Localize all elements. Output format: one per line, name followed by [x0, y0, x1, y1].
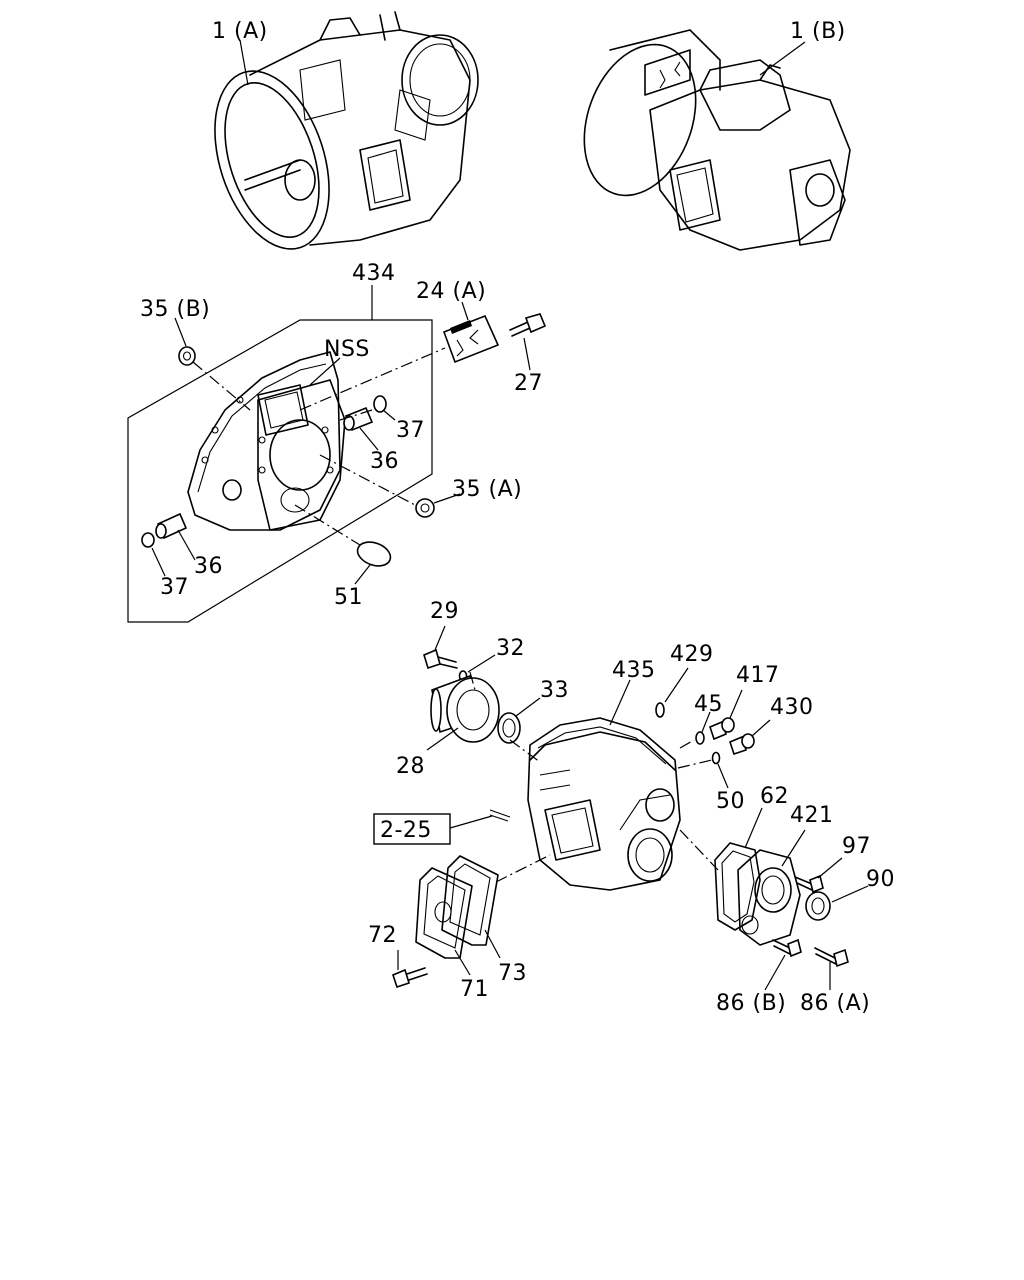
label-430: 430: [770, 695, 814, 720]
part-36-lower: [155, 512, 188, 540]
label-435: 435: [612, 658, 656, 683]
label-35a: 35 (A): [452, 477, 522, 502]
label-37-lower: 37: [160, 575, 189, 600]
label-45: 45: [694, 692, 723, 717]
label-421: 421: [790, 803, 834, 828]
label-27: 27: [514, 371, 543, 396]
part-50-washer: [711, 751, 721, 765]
part-51-plug: [356, 541, 392, 567]
callout-labels: 1 (A) 1 (B) 434 35 (B) 24 (A) NSS 27 37 …: [140, 19, 895, 1016]
part-421-rear-cover: [737, 849, 801, 946]
part-29-bolt: [423, 648, 458, 670]
part-62-rear-cover-gasket: [714, 842, 761, 931]
label-50: 50: [716, 789, 745, 814]
part-35b-nut: [178, 346, 196, 366]
part-90-seal: [805, 891, 831, 921]
label-36-upper: 36: [370, 449, 399, 474]
part-72-bolt: [392, 967, 428, 989]
part-429-plug: [655, 702, 665, 718]
label-24a: 24 (A): [416, 279, 486, 304]
kit-434-bracket: [127, 285, 433, 623]
reference-box-2-25: [373, 813, 451, 845]
leader-lines: [151, 39, 869, 991]
part-35a-nut: [415, 498, 435, 518]
part-27-bolt: [509, 313, 547, 337]
part-37-lower: [141, 532, 155, 548]
label-97: 97: [842, 834, 871, 859]
part-430-plug: [729, 733, 755, 756]
label-434: 434: [352, 261, 396, 286]
label-71: 71: [460, 977, 489, 1002]
transmission-assembly-1b: [583, 29, 851, 251]
part-33-bearing: [497, 712, 521, 744]
label-32: 32: [496, 636, 525, 661]
label-90: 90: [866, 867, 895, 892]
label-2-25: 2-25: [380, 818, 432, 843]
label-36-lower: 36: [194, 554, 223, 579]
part-86b-bolt: [772, 938, 802, 958]
part-417-plug: [709, 717, 735, 741]
part-97-bolt: [794, 874, 824, 894]
transmission-case-435: [527, 717, 681, 891]
label-28: 28: [396, 754, 425, 779]
part-2-25-dowel: [489, 809, 511, 822]
part-36-upper: [343, 406, 374, 432]
part-45-washer: [695, 731, 705, 745]
label-86a: 86 (A): [800, 991, 870, 1016]
label-33: 33: [540, 678, 569, 703]
label-62: 62: [760, 784, 789, 809]
label-72: 72: [368, 923, 397, 948]
label-417: 417: [736, 663, 780, 688]
label-37-upper: 37: [396, 418, 425, 443]
label-nss: NSS: [324, 337, 370, 362]
part-24a-plate: [442, 314, 500, 364]
label-35b: 35 (B): [140, 297, 210, 322]
label-73: 73: [498, 961, 527, 986]
label-86b: 86 (B): [716, 991, 786, 1016]
label-51: 51: [334, 585, 363, 610]
part-28-bearing-retainer: [430, 674, 500, 743]
clutch-housing-434: [187, 351, 346, 531]
part-37-upper: [373, 395, 387, 413]
label-29: 29: [430, 599, 459, 624]
label-1a: 1 (A): [212, 19, 268, 44]
label-1b: 1 (B): [790, 19, 846, 44]
transmission-assembly-1a: [214, 11, 479, 250]
part-86a-bolt: [814, 947, 849, 968]
label-429: 429: [670, 642, 714, 667]
